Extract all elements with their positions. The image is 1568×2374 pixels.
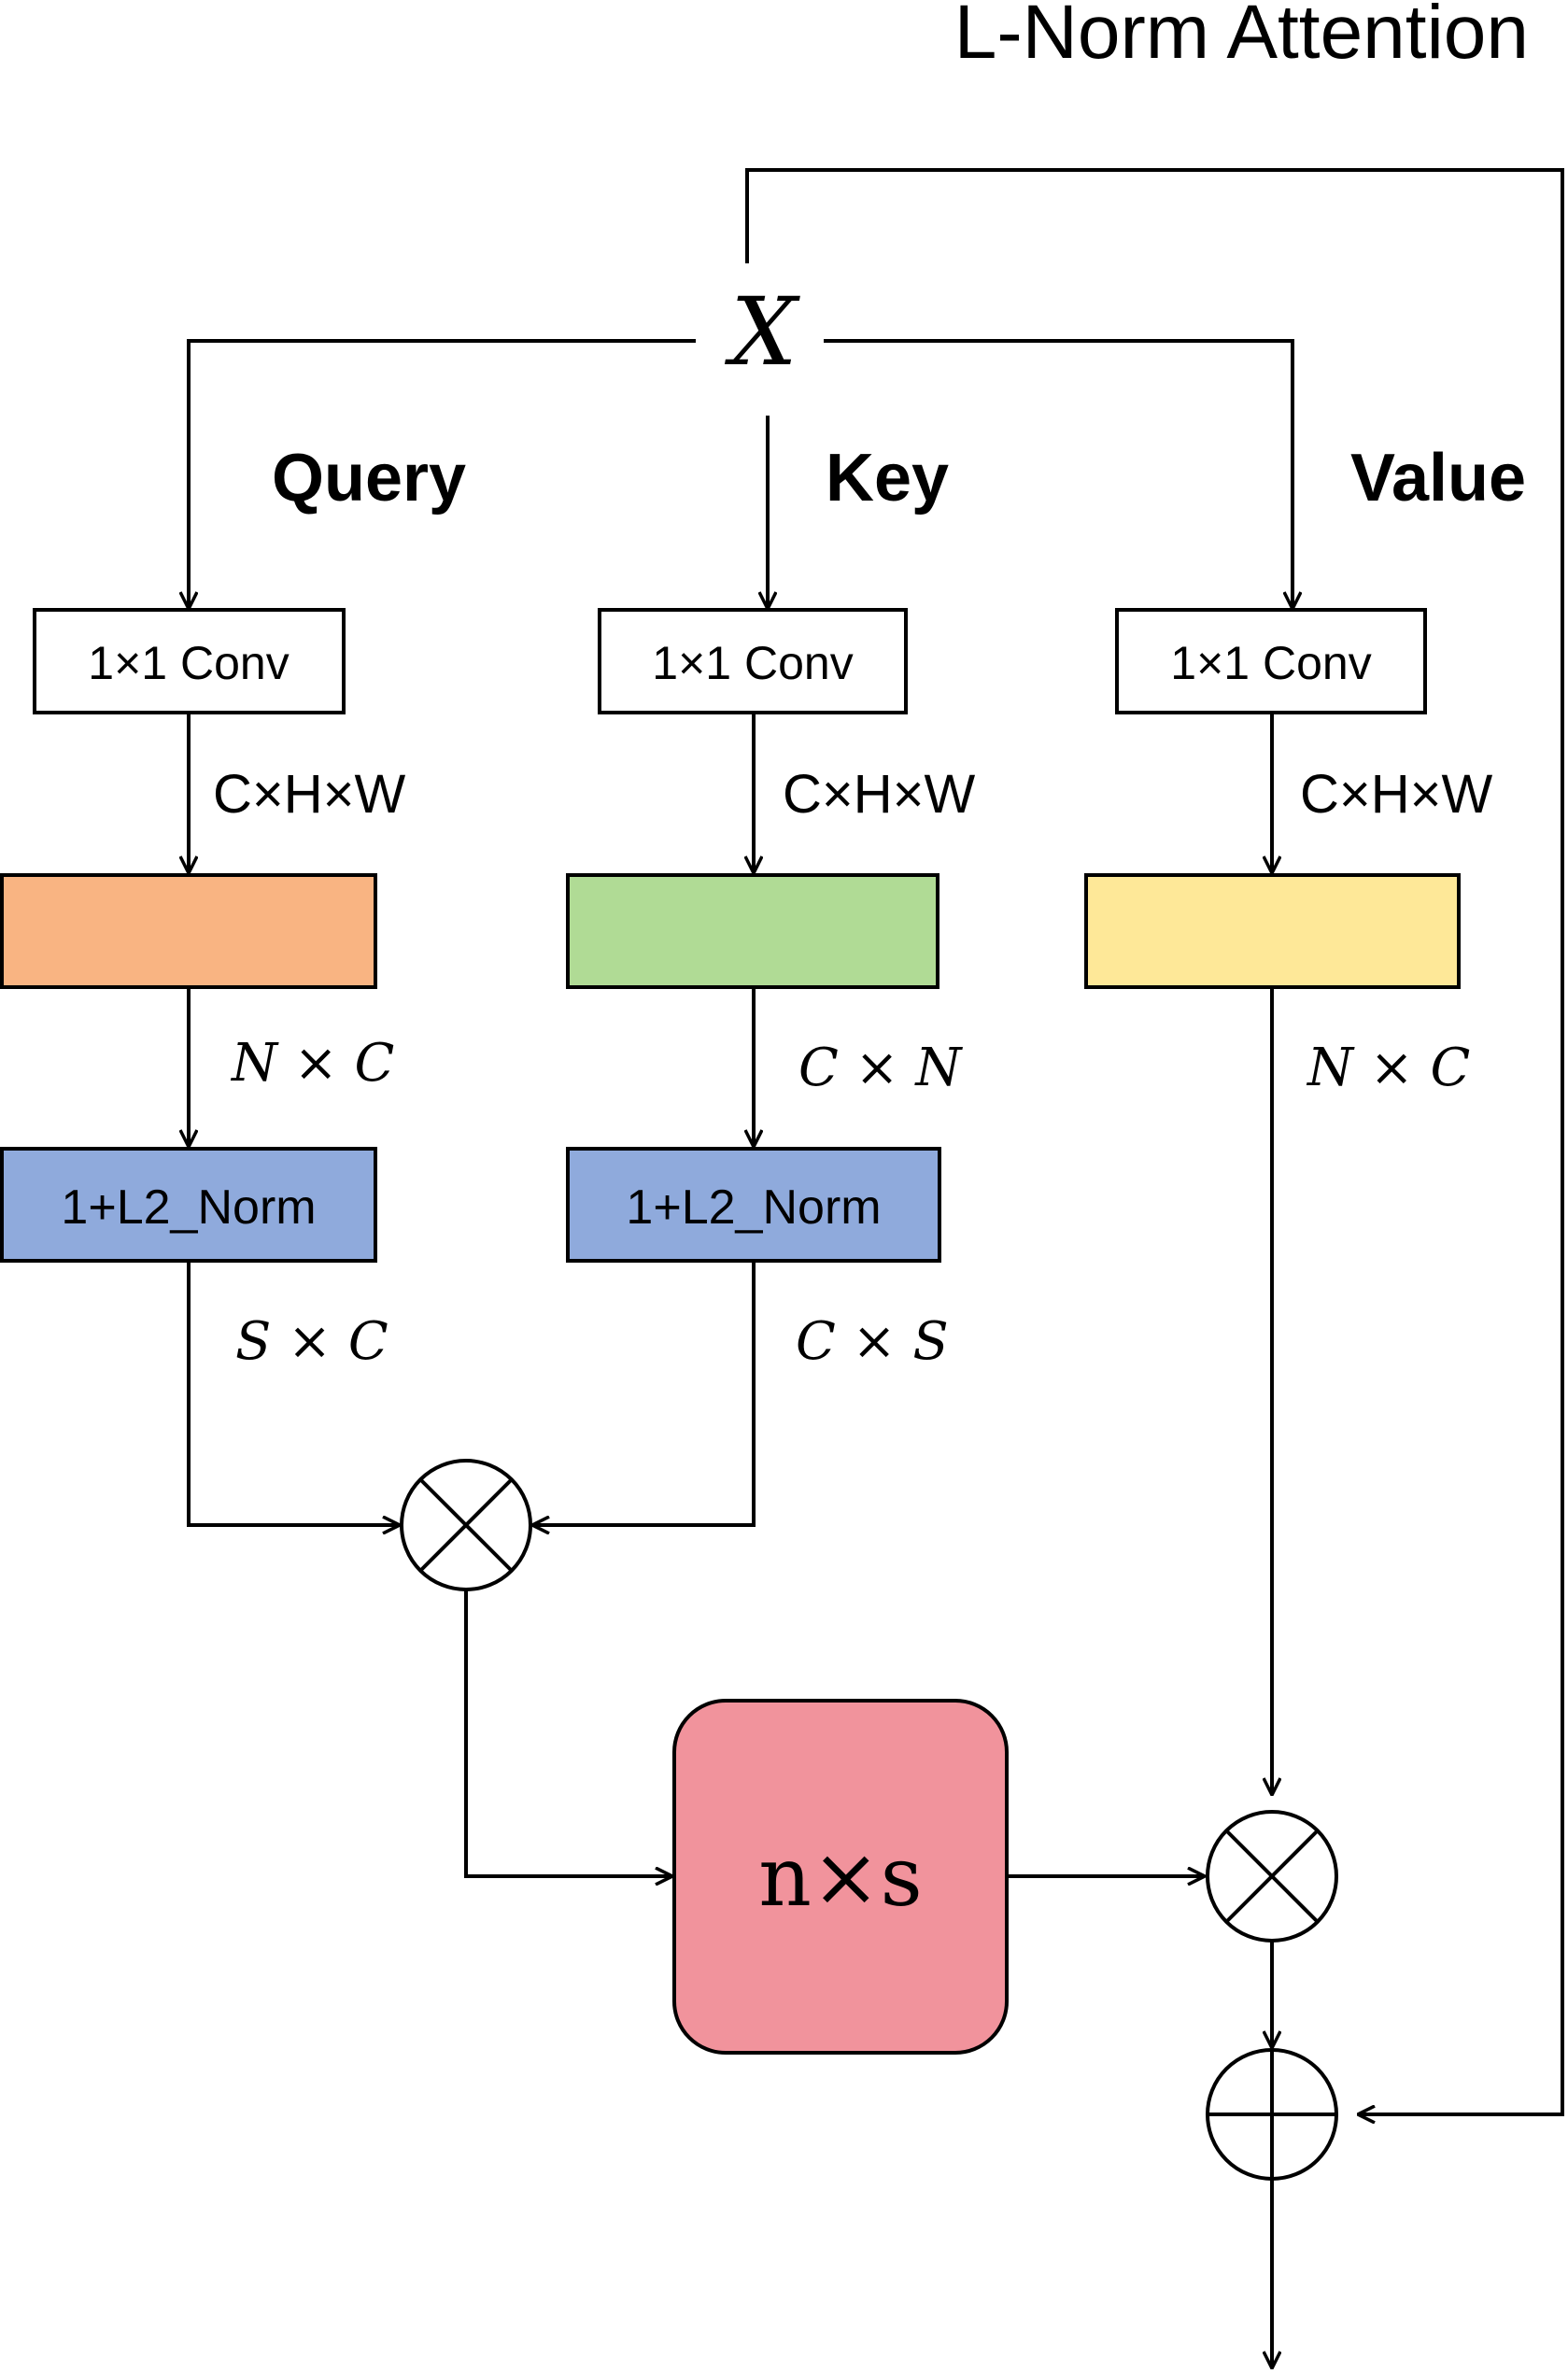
- query-conv-box: [33, 608, 346, 714]
- x-to-query-arrow: [189, 339, 696, 609]
- attention-block-label: n×s: [758, 1829, 923, 1925]
- value-feature-block: [1084, 873, 1461, 989]
- value-conv-box: [1115, 608, 1427, 714]
- key-norm-label: 1+L2_Norm: [626, 1180, 881, 1235]
- x-to-value-arrow: [824, 339, 1293, 609]
- key-shape-chw: C×H×W: [783, 764, 976, 825]
- multiply-to-attention-arrow: [464, 1590, 672, 1876]
- value-conv-label: 1×1 Conv: [1170, 637, 1371, 689]
- circled-times-icon: [400, 1459, 532, 1591]
- diagram-title: L-Norm Attention: [954, 0, 1529, 75]
- key-to-multiply-arrow: [532, 1261, 756, 1525]
- circled-plus-icon: [1206, 2048, 1338, 2181]
- query-conv-label: 1×1 Conv: [88, 637, 289, 689]
- key-shape-reshape: C × N: [798, 1038, 963, 1098]
- key-label: Key: [826, 441, 949, 516]
- query-feature-block: [0, 873, 377, 989]
- query-norm-label: 1+L2_Norm: [61, 1180, 316, 1235]
- key-conv-label: 1×1 Conv: [652, 637, 853, 689]
- circled-times-icon: [1206, 1810, 1338, 1943]
- query-shape-chw: C×H×W: [213, 764, 406, 825]
- query-shape-reshape: N × C: [230, 1033, 394, 1094]
- query-shape-norm: S × C: [235, 1311, 388, 1372]
- key-feature-block: [566, 873, 939, 989]
- query-label: Query: [272, 441, 466, 516]
- value-label: Value: [1350, 441, 1526, 516]
- value-shape-reshape: N × C: [1306, 1038, 1470, 1098]
- input-x-label: X: [724, 277, 800, 387]
- value-shape-chw: C×H×W: [1300, 764, 1493, 825]
- query-norm-box: [0, 1147, 377, 1263]
- query-to-multiply-arrow: [187, 1261, 400, 1525]
- residual-connection-arrow: [745, 168, 1564, 2114]
- key-shape-norm: C × S: [796, 1311, 949, 1372]
- key-norm-box: [566, 1147, 941, 1263]
